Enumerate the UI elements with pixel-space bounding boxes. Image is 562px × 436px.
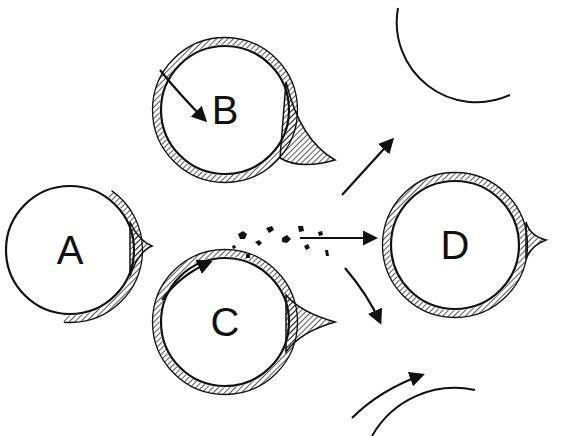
coating-edge xyxy=(383,173,528,318)
particle-circle: A xyxy=(5,185,135,315)
neighbour-arc xyxy=(372,388,475,436)
coating-edge xyxy=(153,38,298,183)
particle-label: B xyxy=(212,88,239,133)
flow-arrow xyxy=(160,70,422,418)
deposit xyxy=(526,222,546,260)
coating-edge xyxy=(0,178,143,323)
coating xyxy=(386,176,524,314)
neighbour-arc xyxy=(397,8,510,102)
coating xyxy=(156,41,294,179)
particle-circle: B xyxy=(160,45,290,175)
coating xyxy=(156,253,294,391)
particle-label: D xyxy=(441,223,470,268)
particle-label: C xyxy=(211,300,240,345)
particle-circle: C xyxy=(160,257,290,387)
particle-label: A xyxy=(57,228,84,273)
coating-edge xyxy=(153,250,298,395)
deposit xyxy=(286,295,335,352)
coating xyxy=(1,181,139,319)
debris xyxy=(232,226,329,258)
particle-circle: D xyxy=(390,180,520,310)
